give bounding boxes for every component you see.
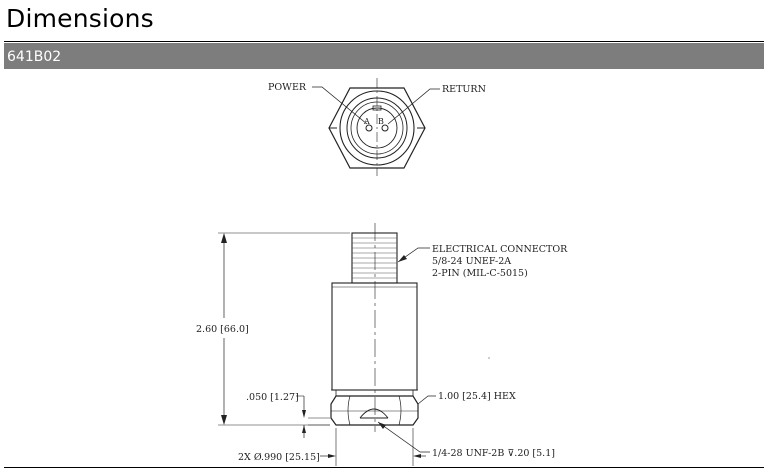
- dia-dim-label: 2X Ø.990 [25.15]: [238, 452, 320, 463]
- height-dim-label: 2.60 [66.0]: [196, 324, 249, 335]
- bottom-divider: [4, 467, 764, 468]
- connector-threads: [352, 237, 397, 279]
- housing-body: [331, 282, 418, 391]
- connector-label-line3: 2-PIN (MIL-C-5015): [432, 268, 528, 279]
- hex-base: [330, 395, 419, 426]
- page-title: Dimensions: [6, 4, 154, 33]
- hex-leader: [417, 395, 436, 405]
- pin-b-icon: [381, 124, 389, 132]
- thread-leader: [377, 421, 430, 453]
- mount-hole: [359, 408, 389, 419]
- gap-dim-label: .050 [1.27]: [246, 392, 299, 403]
- top-connector-face: [356, 107, 398, 149]
- hex-dim-label: 1.00 [25.4] HEX: [438, 391, 516, 402]
- pin-b-label: B: [378, 117, 384, 126]
- power-leader: [312, 86, 368, 125]
- connector-label-line1: ELECTRICAL CONNECTOR: [432, 244, 568, 255]
- pin-a-icon: [365, 124, 373, 132]
- power-label: POWER: [268, 82, 307, 93]
- connector-label-line2: 5/8-24 UNEF-2A: [432, 256, 511, 267]
- pin-a-label: A: [363, 117, 370, 126]
- top-view: [312, 78, 440, 176]
- title-divider: [4, 41, 764, 42]
- side-view: [218, 223, 490, 466]
- return-leader: [387, 88, 440, 125]
- return-label: RETURN: [442, 84, 486, 95]
- model-header-bar: 641B02: [4, 43, 764, 69]
- thread-dim-label: 1/4-28 UNF-2B ⊽.20 [5.1]: [432, 448, 555, 459]
- model-name: 641B02: [7, 49, 62, 65]
